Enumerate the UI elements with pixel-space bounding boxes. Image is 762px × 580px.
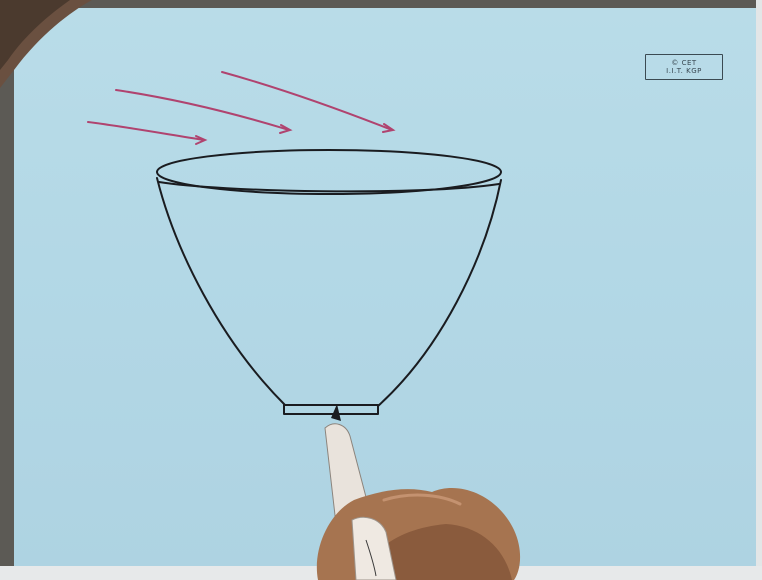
institute-logo: © CET I.I.T. KGP: [645, 54, 723, 80]
ray-2: [116, 90, 289, 130]
logo-line-2: I.I.T. KGP: [666, 67, 702, 75]
hand-with-pen: [317, 404, 520, 580]
bowl-left-wall: [157, 178, 285, 405]
ray-3: [222, 72, 392, 130]
receiver-slot: [284, 405, 378, 414]
bowl-inner-rim-line: [159, 182, 499, 191]
ray-1: [88, 122, 204, 140]
incoming-rays: [88, 72, 393, 144]
reflector-bowl: [157, 150, 501, 414]
pen-tip: [331, 404, 341, 421]
logo-line-1: © CET: [671, 59, 696, 67]
bowl-right-wall: [378, 180, 501, 406]
